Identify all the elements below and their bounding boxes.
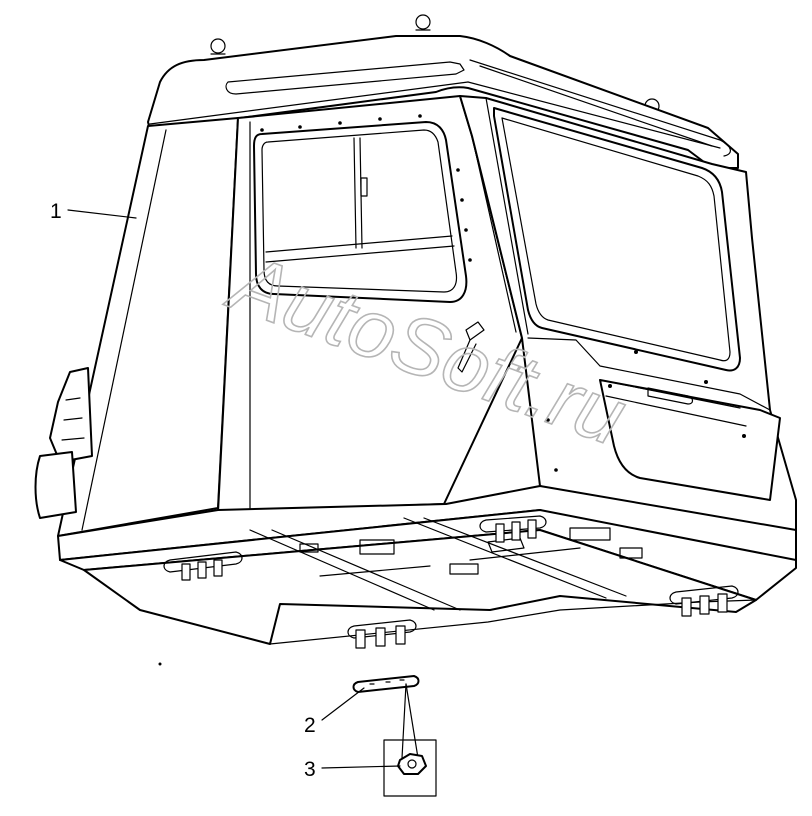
callout-1: 1 [50, 200, 137, 223]
cab-front-panel [459, 95, 797, 553]
hex-nut-part [397, 753, 427, 775]
nut-detail-box [383, 683, 437, 797]
callout-3-label: 3 [304, 758, 316, 781]
windshield [493, 107, 741, 372]
callout-2-label: 2 [304, 714, 316, 737]
cab-door [217, 95, 523, 513]
cab-roof [147, 14, 739, 169]
callout-1-label: 1 [50, 200, 62, 223]
callout-2: 2 [304, 687, 365, 737]
mounting-pad [163, 515, 739, 649]
door-bolts [260, 114, 472, 262]
door-handle [457, 321, 485, 373]
door-window [253, 121, 468, 303]
cab-floor-frame [57, 485, 797, 645]
cab-left-side-panel [34, 117, 239, 537]
callout-3: 3 [304, 758, 401, 781]
mounting-plate-part [352, 675, 420, 693]
